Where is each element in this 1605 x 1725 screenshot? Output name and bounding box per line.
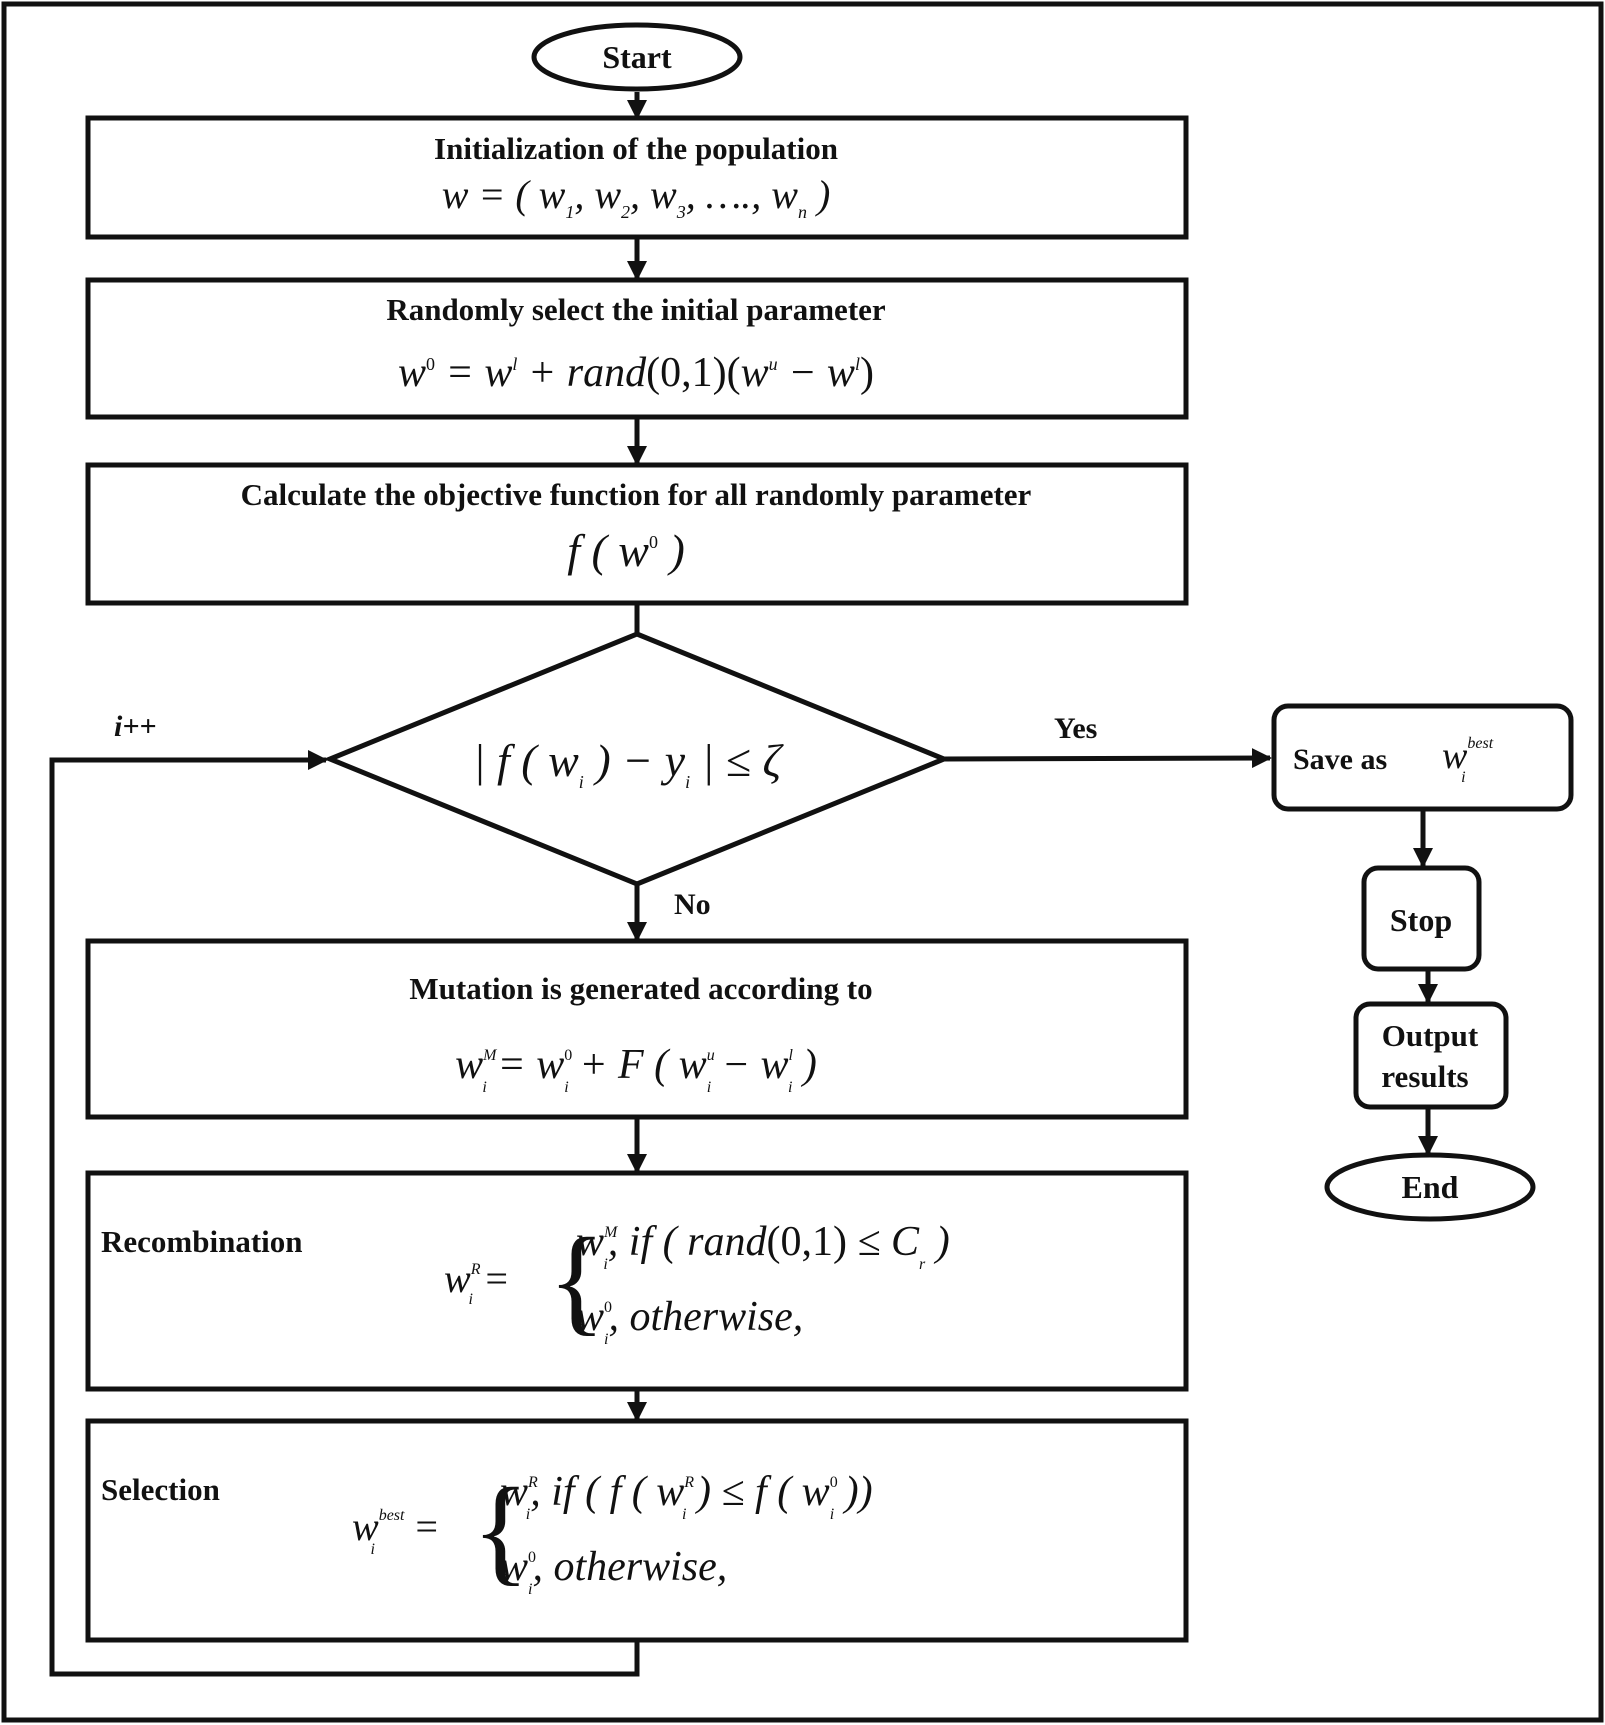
- selection-otherwise: otherwise,: [553, 1544, 727, 1590]
- init-formula: w = ( w1, w2, w3, …., wn ): [442, 172, 831, 222]
- recombination-brace: {: [548, 1213, 606, 1346]
- output-label-line2: results: [1381, 1059, 1468, 1094]
- random-formula: w0 = wl + rand(0,1)(wu − wl): [398, 350, 874, 396]
- recombination-title: Recombination: [101, 1224, 303, 1259]
- init-title: Initialization of the population: [434, 131, 838, 166]
- edge-label-no: No: [674, 888, 711, 921]
- node-objective-function: Calculate the objective function for all…: [85, 462, 1189, 606]
- node-initialization: Initialization of the population w = ( w…: [85, 115, 1189, 240]
- node-decision: | f ( wi ) − yi | ≤ ζ: [323, 631, 951, 887]
- edge-label-yes: Yes: [1054, 712, 1097, 745]
- mutation-title: Mutation is generated according to: [409, 971, 872, 1006]
- stop-label: Stop: [1390, 902, 1452, 938]
- node-end: End: [1324, 1152, 1536, 1222]
- node-output-results: Output results: [1353, 1001, 1509, 1110]
- objective-title: Calculate the objective function for all…: [241, 477, 1032, 512]
- recombination-otherwise: otherwise,: [629, 1294, 803, 1340]
- decision-formula: | f ( wi ) − yi | ≤ ζ: [473, 735, 785, 792]
- output-label-line1: Output: [1382, 1018, 1479, 1053]
- edge-loop-back: [49, 750, 640, 1677]
- save-label: Save as: [1293, 743, 1387, 776]
- selection-title: Selection: [101, 1472, 220, 1507]
- edge-yes: [943, 748, 1272, 769]
- edge-label-loop: i++: [114, 710, 157, 743]
- start-label: Start: [602, 39, 672, 75]
- selection-brace: {: [472, 1463, 530, 1596]
- node-stop: Stop: [1361, 865, 1482, 972]
- node-random-parameter: Randomly select the initial parameter w0…: [85, 277, 1189, 420]
- end-label: End: [1402, 1169, 1459, 1205]
- random-title: Randomly select the initial parameter: [386, 292, 886, 327]
- edges: [49, 92, 1438, 1677]
- node-start: Start: [531, 22, 743, 92]
- objective-formula: f ( w0 ): [567, 525, 685, 576]
